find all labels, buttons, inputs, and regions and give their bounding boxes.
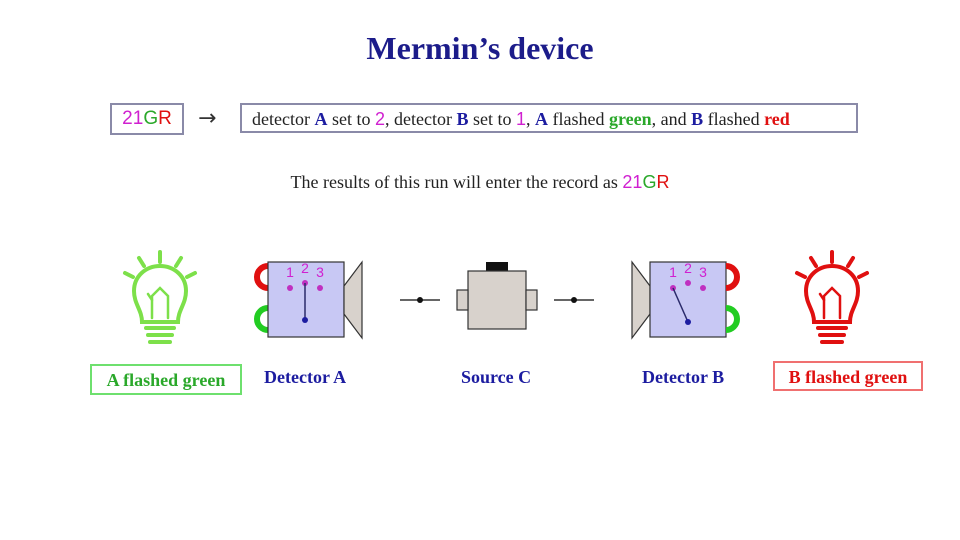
b-flashed-label: B flashed green	[773, 361, 923, 391]
record-code-r: R	[158, 108, 172, 129]
detector-a-switch-3: 3	[316, 264, 324, 280]
desc-text: flashed	[703, 109, 765, 129]
detector-b: 1 2 3	[631, 260, 740, 340]
desc-green: green	[608, 109, 652, 129]
desc-text: set to	[468, 109, 516, 129]
detector-b-red-lamp	[725, 263, 740, 291]
desc-detector-b: B	[456, 109, 469, 129]
record-code-digits: 21	[122, 108, 144, 129]
detector-b-switch-3: 3	[699, 264, 707, 280]
a-flashed-label: A flashed green	[90, 364, 242, 395]
detector-b-switch-2: 2	[684, 260, 692, 276]
desc-setting-a: 2	[374, 109, 385, 129]
desc-red: red	[764, 109, 790, 129]
detector-b-switch-needle	[672, 287, 689, 323]
page-title: Mermin’s device	[366, 30, 594, 66]
desc-setting-b: 1	[515, 109, 526, 129]
run-description-box: detector A set to 2, detector B set to 1…	[240, 103, 858, 133]
right-arrow-icon: →	[198, 106, 217, 131]
result-code-digits: 21	[622, 172, 643, 192]
desc-text: , detector	[384, 109, 457, 129]
desc-text: detector	[252, 109, 315, 129]
result-text: The results of this run will enter the r…	[290, 172, 623, 192]
particle-track-left	[400, 297, 440, 303]
source-c	[456, 262, 538, 330]
desc-detector-a-2: A	[534, 109, 548, 129]
record-code-box: 21GR	[110, 103, 184, 135]
detector-b-switch-1: 1	[669, 264, 677, 280]
detector-a-label: Detector A	[264, 367, 347, 387]
result-code-g: G	[642, 172, 657, 192]
detector-a-red-lamp	[254, 263, 269, 291]
desc-text: flashed	[547, 109, 609, 129]
source-c-label: Source C	[461, 367, 532, 387]
desc-detector-b-2: B	[691, 109, 704, 129]
desc-text: set to	[327, 109, 375, 129]
desc-text: , and	[651, 109, 692, 129]
record-code-g: G	[143, 108, 159, 129]
detector-a: 1 2 3	[254, 260, 363, 340]
particle-track-right	[554, 297, 594, 303]
desc-detector-a: A	[314, 109, 328, 129]
red-bulb-icon	[795, 250, 869, 344]
detector-a-green-lamp	[254, 305, 269, 333]
result-code-r: R	[656, 172, 670, 192]
desc-text: ,	[525, 109, 535, 129]
detector-b-label: Detector B	[642, 367, 725, 387]
detector-b-green-lamp	[725, 305, 740, 333]
result-line: The results of this run will enter the r…	[0, 172, 960, 193]
detector-a-switch-2: 2	[301, 260, 309, 276]
detector-a-switch-1: 1	[286, 264, 294, 280]
green-bulb-icon	[123, 250, 197, 344]
